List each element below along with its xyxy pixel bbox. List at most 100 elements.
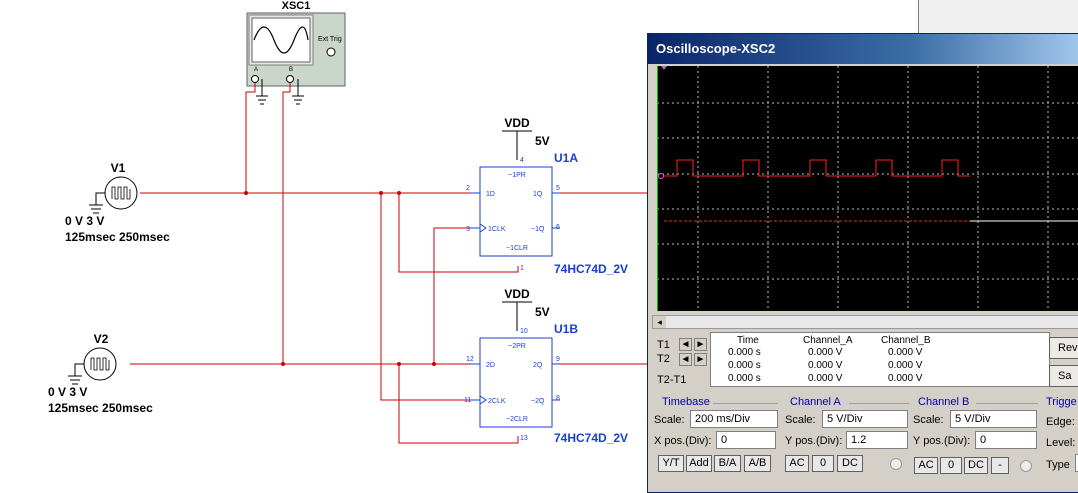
scope-display[interactable] xyxy=(656,66,1078,311)
trigger-type-field[interactable] xyxy=(1075,454,1078,472)
u1a-pin-d: 1D xyxy=(486,191,495,198)
u1b-part: 74HC74D_2V xyxy=(554,431,628,445)
t2-left-arrow-button[interactable]: ◄ xyxy=(679,353,692,366)
u1b-pin-qn: ~2Q xyxy=(531,398,545,405)
yt-button[interactable]: Y/T xyxy=(658,455,684,472)
ba-button[interactable]: B/A xyxy=(714,455,741,472)
wires xyxy=(130,83,647,444)
channel-a-radio[interactable] xyxy=(890,458,902,470)
u1a-pin-q-num: 5 xyxy=(556,185,560,192)
u1a-vdd-label: VDD xyxy=(504,116,530,130)
xsc1-ch-a-terminal[interactable] xyxy=(251,75,259,83)
channel-a-scale-field[interactable]: 5 V/Div xyxy=(822,410,908,428)
measurement-readout: Time Channel_A Channel_B 0.000 s 0.000 V… xyxy=(710,332,1050,387)
channel-a-title: Channel A xyxy=(790,396,841,408)
channel-a-ypos-field[interactable]: 1.2 xyxy=(846,431,908,449)
scope-title-bar[interactable]: Oscilloscope-XSC2 xyxy=(648,34,1078,64)
u1a-pin-q: 1Q xyxy=(533,191,543,198)
u1a-pin-pr: ~1PR xyxy=(508,172,526,179)
t2-t1-label: T2-T1 xyxy=(657,374,687,386)
readout-t2-time: 0.000 s xyxy=(728,360,761,371)
channel-b-zero-button[interactable]: 0 xyxy=(940,457,962,474)
u1b-5v-label: 5V xyxy=(535,305,550,319)
trigger-title: Trigge xyxy=(1046,396,1077,408)
u1a-pin-clr: ~1CLR xyxy=(506,245,528,252)
v2-timing: 125msec 250msec xyxy=(48,401,153,415)
timebase-xpos-field[interactable]: 0 xyxy=(716,431,776,449)
readout-dt-time: 0.000 s xyxy=(728,373,761,384)
channel-b-title: Channel B xyxy=(918,396,970,408)
channel-a-scale-label: Scale: xyxy=(785,414,816,426)
u1b-pin-q: 2Q xyxy=(533,362,543,369)
xsc1-grounds xyxy=(256,79,304,105)
readout-header-time: Time xyxy=(737,335,759,346)
wire-junctions xyxy=(244,191,436,366)
channel-b-divider xyxy=(976,403,1038,404)
channel-b-scale-field[interactable]: 5 V/Div xyxy=(950,410,1037,428)
u1a-flipflop[interactable]: VDD 5V U1A 4 ~1PR 2 1D 5 1Q 3 1CLK 6 ~1Q… xyxy=(466,116,628,276)
ext-trig-label: Ext Trig xyxy=(318,36,342,43)
readout-t2-cha: 0.000 V xyxy=(808,360,843,371)
v1-timing: 125msec 250msec xyxy=(65,230,170,244)
t2-label: T2 xyxy=(657,353,670,365)
timebase-scale-field[interactable]: 200 ms/Div xyxy=(690,410,778,428)
reverse-button[interactable]: Rev xyxy=(1049,337,1078,359)
channel-b-dc-button[interactable]: DC xyxy=(964,457,988,474)
u1a-pin-clk-num: 3 xyxy=(466,226,470,233)
readout-dt-cha: 0.000 V xyxy=(808,373,843,384)
t2-right-arrow-button[interactable]: ► xyxy=(694,353,707,366)
u1a-5v-label: 5V xyxy=(535,134,550,148)
t1-right-arrow-button[interactable]: ► xyxy=(694,338,707,351)
trigger-type-label: Type xyxy=(1046,459,1070,471)
u1b-pin-clr-num: 13 xyxy=(520,435,528,442)
readout-t1-chb: 0.000 V xyxy=(888,347,923,358)
timebase-scale-label: Scale: xyxy=(654,414,685,426)
xsc1-label: XSC1 xyxy=(282,0,311,12)
channel-b-ac-button[interactable]: AC xyxy=(914,457,938,474)
u1b-flipflop[interactable]: VDD 5V U1B 10 ~2PR 12 2D 9 2Q 11 2CLK 8 … xyxy=(464,287,628,445)
scope-grid xyxy=(656,66,1078,311)
u1b-pin-pr: ~2PR xyxy=(508,343,526,350)
u1a-pin-clr-num: 1 xyxy=(520,265,524,272)
channel-b-minus-button[interactable]: - xyxy=(991,457,1009,474)
xsc1-ch-a-label: A xyxy=(254,67,258,73)
u1b-pin-q-num: 9 xyxy=(556,356,560,363)
channel-b-radio[interactable] xyxy=(1020,460,1032,472)
channel-a-marker xyxy=(658,173,664,179)
scroll-left-arrow[interactable]: ◂ xyxy=(653,316,666,328)
channel-a-ac-button[interactable]: AC xyxy=(785,455,809,472)
channel-a-trace xyxy=(664,159,970,177)
channel-a-dc-button[interactable]: DC xyxy=(837,455,863,472)
v1-label: V1 xyxy=(111,161,126,175)
channel-a-divider xyxy=(849,403,909,404)
u1b-pin-qn-num: 8 xyxy=(556,395,560,402)
u1a-pin-clk: 1CLK xyxy=(488,226,506,233)
schematic-canvas[interactable]: XSC1 Ext Trig A B V1 xyxy=(0,0,650,478)
cursor-t1-marker[interactable] xyxy=(661,66,667,70)
readout-header-chb: Channel_B xyxy=(881,335,931,346)
u1a-part: 74HC74D_2V xyxy=(554,262,628,276)
v2-label: V2 xyxy=(94,332,109,346)
t1-left-arrow-button[interactable]: ◄ xyxy=(679,338,692,351)
display-scrollbar[interactable]: ◂ xyxy=(652,315,1078,329)
u1b-pin-d-num: 12 xyxy=(466,356,474,363)
t1-label: T1 xyxy=(657,339,670,351)
v2-source[interactable]: V2 0 V 3 V 125msec 250msec xyxy=(48,332,153,415)
channel-b-ypos-field[interactable]: 0 xyxy=(975,431,1037,449)
v1-source[interactable]: V1 0 V 3 V 125msec 250msec xyxy=(65,161,170,244)
u1b-pin-clk: 2CLK xyxy=(488,398,506,405)
u1a-pin-d-num: 2 xyxy=(466,185,470,192)
oscilloscope-window[interactable]: Oscilloscope-XSC2 ◂ T1 T2 T2-T1 ◄ ► ◄ ► … xyxy=(647,33,1078,493)
readout-t2-chb: 0.000 V xyxy=(888,360,923,371)
channel-a-zero-button[interactable]: 0 xyxy=(812,455,834,472)
timebase-xpos-label: X pos.(Div): xyxy=(654,435,712,447)
background-window xyxy=(918,0,1078,34)
u1b-pin-pr-num: 10 xyxy=(520,328,528,335)
xsc1-instrument[interactable]: XSC1 Ext Trig A B xyxy=(246,0,346,87)
ab-button[interactable]: A/B xyxy=(744,455,771,472)
add-button[interactable]: Add xyxy=(686,455,712,472)
save-button[interactable]: Sa xyxy=(1049,365,1078,387)
xsc1-ch-b-label: B xyxy=(289,67,293,73)
timebase-title: Timebase xyxy=(662,396,710,408)
xsc1-ch-b-terminal[interactable] xyxy=(286,75,294,83)
